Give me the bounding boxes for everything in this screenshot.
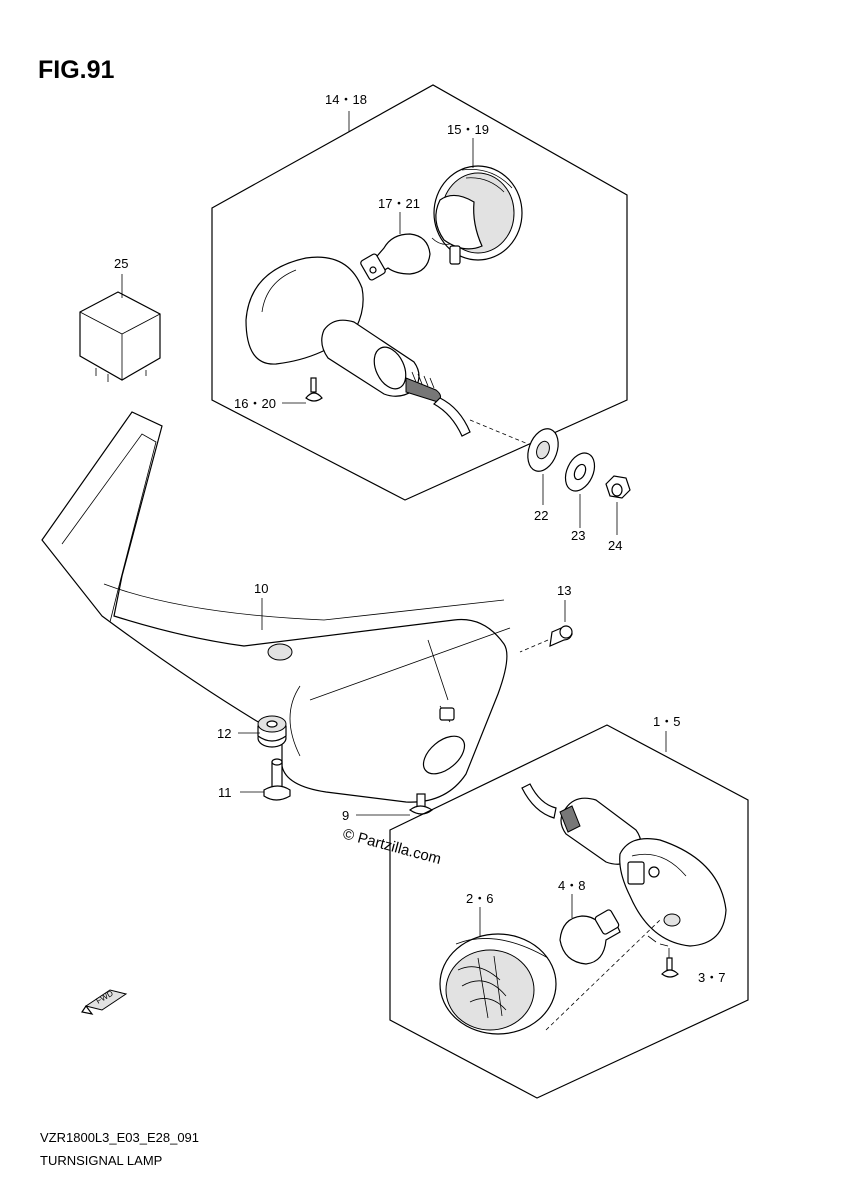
watermark-text: © Partzilla.com [341,825,443,868]
label-15-19: 15・19 [447,122,489,137]
dashed-link-lower [545,919,661,1031]
label-14-18: 14・18 [325,92,367,107]
label-4-8: 4・8 [558,878,585,893]
label-2-6: 2・6 [466,891,493,906]
label-24: 24 [608,538,622,553]
lower-assembly-outline [389,724,749,1099]
label-13: 13 [557,583,571,598]
forward-direction-arrow: FWD [81,989,128,1015]
upper-lamp-assembly-group: 14・18 15・19 17・21 [211,84,628,501]
label-16-20: 16・20 [234,396,276,411]
screw-3-7[interactable] [661,957,679,978]
nut-24[interactable] [605,475,631,499]
figure-title: FIG.91 [38,56,115,84]
bracket-10[interactable] [41,411,511,803]
dashed-link-13 [519,639,549,653]
washer-23[interactable] [560,448,600,495]
bulb-upper[interactable] [360,233,431,281]
screw-16-20[interactable] [305,377,323,402]
lamp-housing-lower[interactable] [521,783,727,947]
upper-assembly-outline [211,84,628,501]
relay-25[interactable] [79,291,161,382]
label-17-21: 17・21 [378,196,420,211]
label-25: 25 [114,256,128,271]
bulb-lower[interactable] [559,909,621,965]
footer-section-name: TURNSIGNAL LAMP [40,1153,162,1168]
grommet-12[interactable] [257,715,287,748]
label-10: 10 [254,581,268,596]
label-3-7: 3・7 [698,970,725,985]
dashed-link-upper [469,419,529,445]
label-22: 22 [534,508,548,523]
lamp-lens-upper[interactable] [431,165,523,265]
label-11: 11 [218,785,232,800]
washer-22[interactable] [522,425,563,476]
bolt-11[interactable] [263,758,291,801]
footer-model-code: VZR1800L3_E03_E28_091 [40,1130,199,1145]
label-9: 9 [342,808,349,823]
label-1-5: 1・5 [653,714,680,729]
lamp-housing-upper[interactable] [245,256,471,437]
label-23: 23 [571,528,585,543]
lower-lamp-assembly-group: 1・5 4・8 2・6 [389,714,749,1099]
lamp-lens-lower[interactable] [439,933,557,1035]
label-12: 12 [217,726,231,741]
screw-13[interactable] [549,625,573,647]
